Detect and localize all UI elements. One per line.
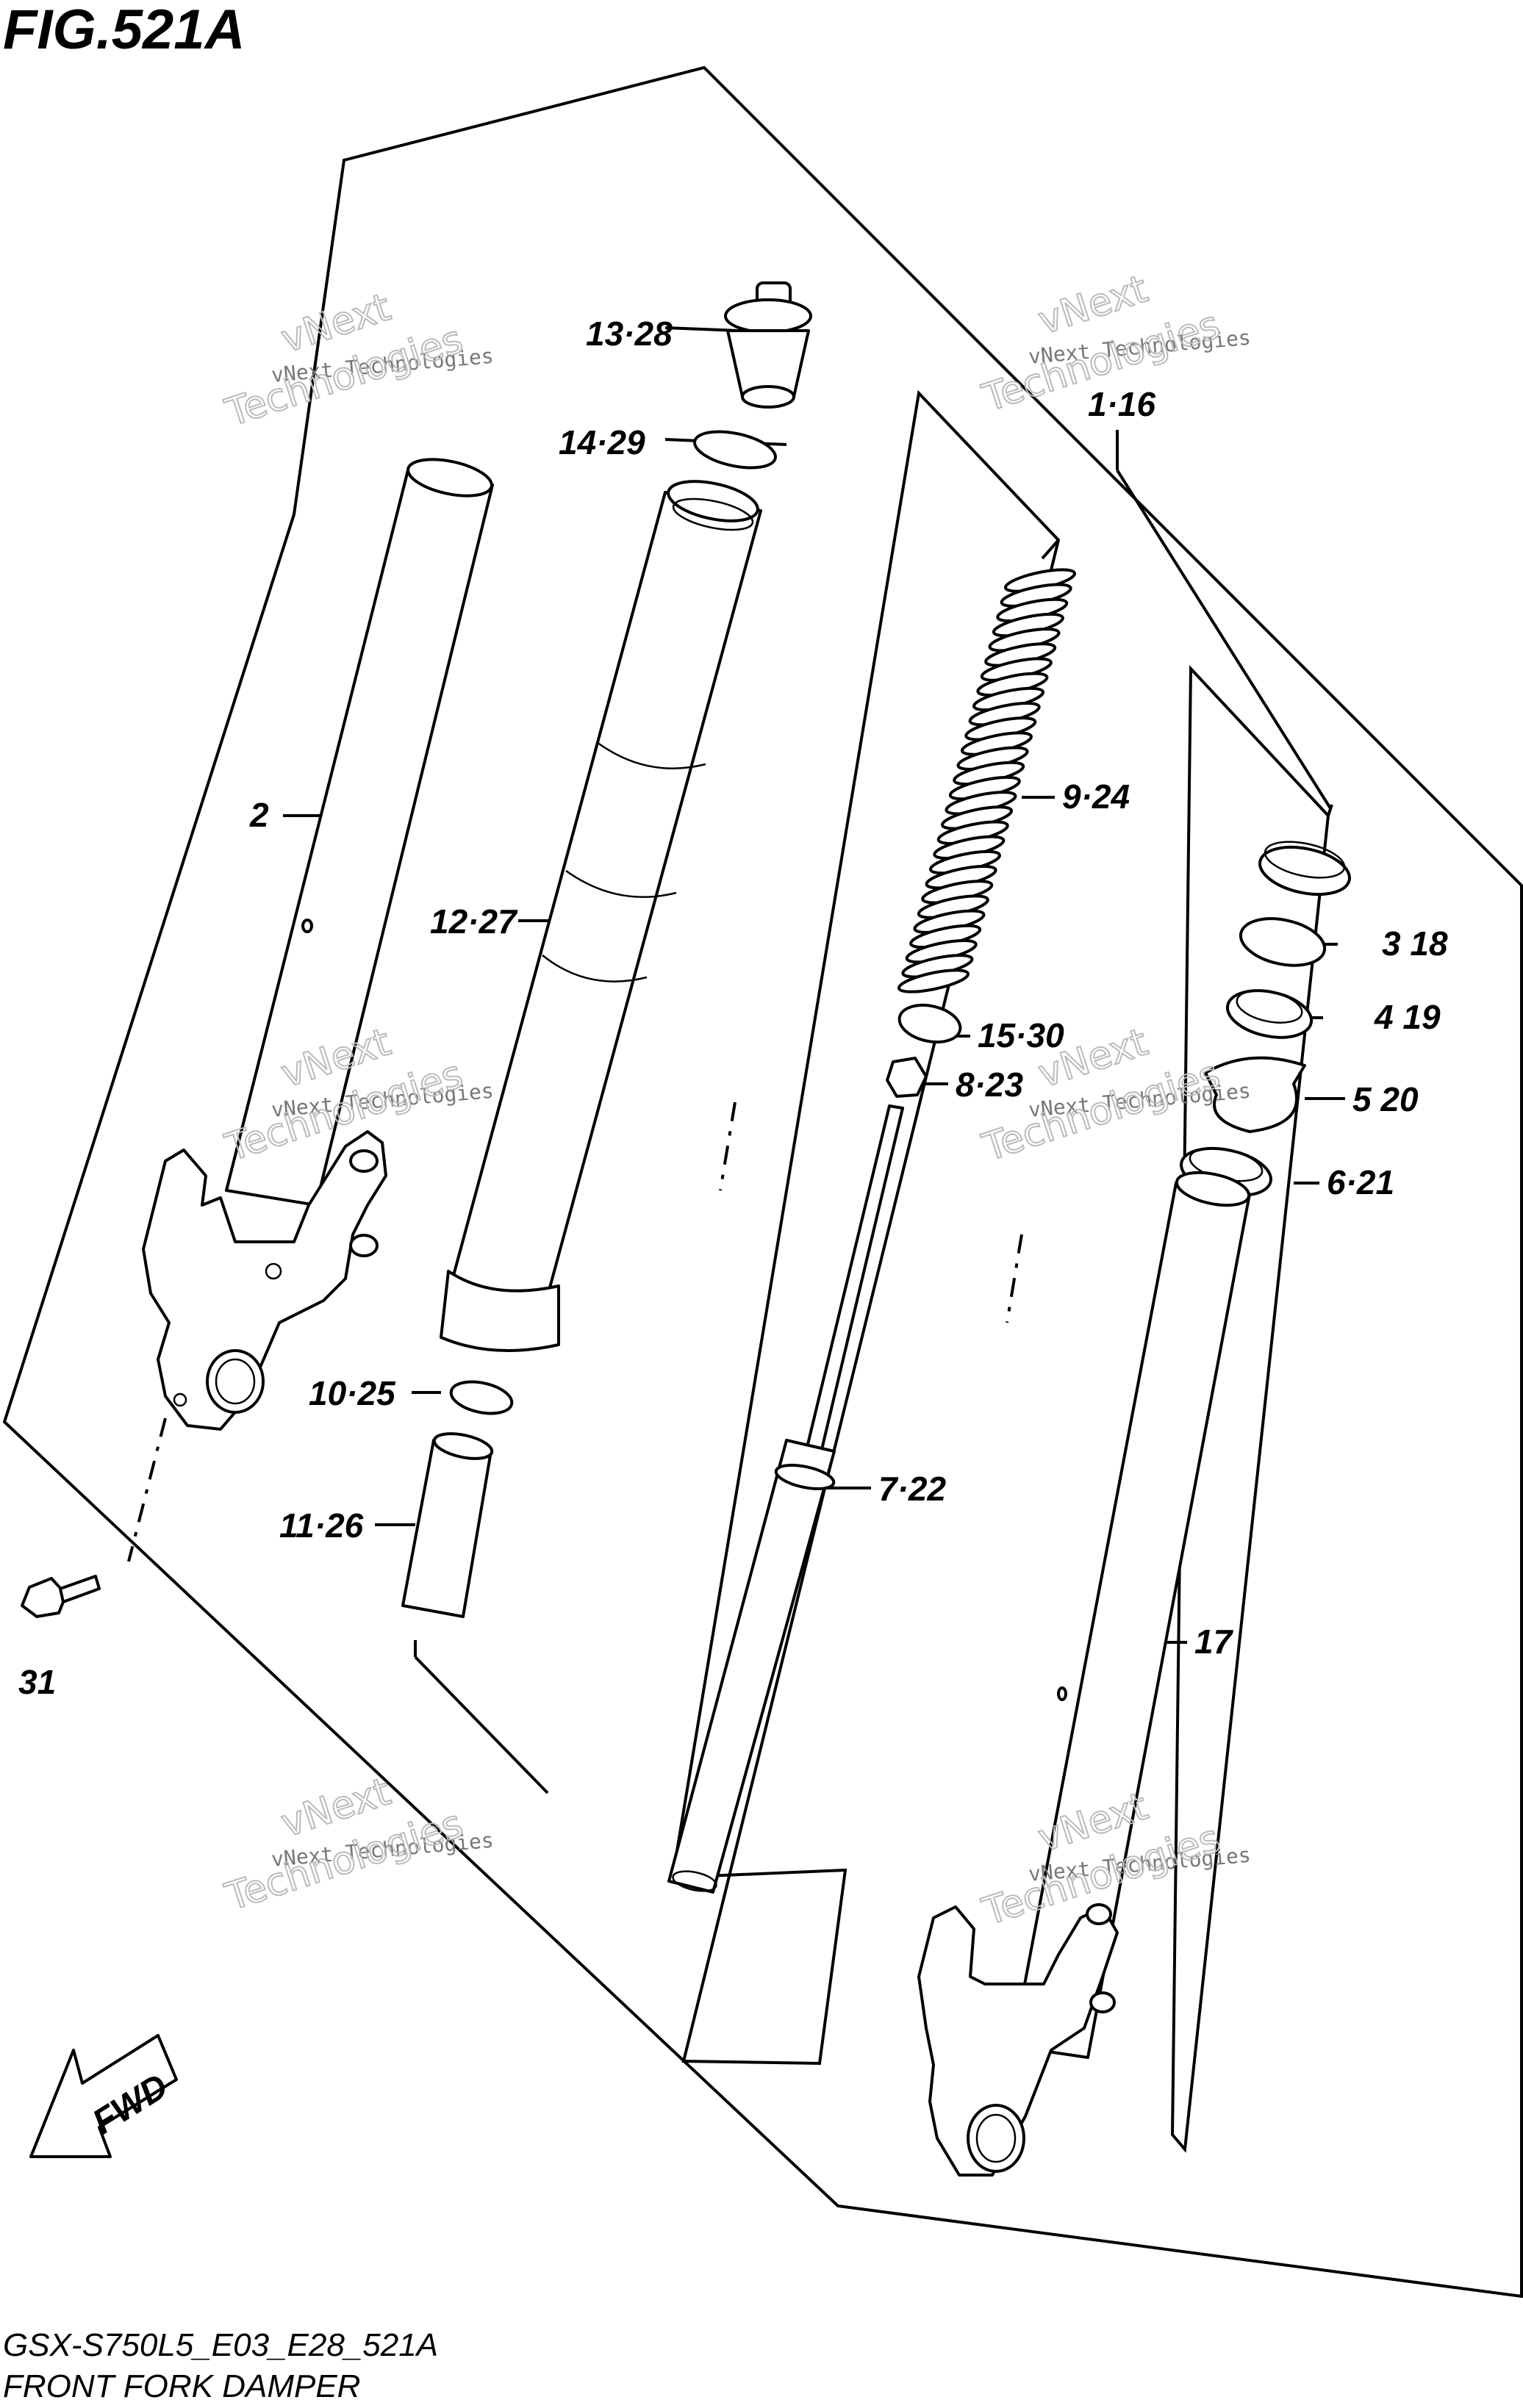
callout-14-29: 14·29 xyxy=(559,423,645,461)
right-lower-bracket xyxy=(917,1903,1119,2177)
oil-lock-piece xyxy=(401,1432,494,1618)
callout-15-30: 15·30 xyxy=(978,1016,1064,1054)
nut xyxy=(886,1057,928,1098)
outer-tube xyxy=(225,458,494,1207)
figure-title: FIG.521A xyxy=(3,0,245,61)
callout-17: 17 xyxy=(1194,1622,1234,1661)
diagram-caption: FRONT FORK DAMPER xyxy=(3,2368,360,2404)
o-ring xyxy=(693,430,777,470)
assembly-boundary xyxy=(2,65,1523,2299)
callout-3-18: 3 18 xyxy=(1382,924,1448,963)
top-cap-bolt xyxy=(724,281,812,409)
spring-coil xyxy=(897,968,970,993)
watermark-bottom-left: vNext Technologies vNext Technologies xyxy=(220,1769,495,1920)
callout-2: 2 xyxy=(249,796,269,834)
forward-direction-arrow: FWD xyxy=(29,2034,178,2158)
bushing-ring xyxy=(449,1380,514,1415)
callout-13-28: 13·28 xyxy=(586,315,673,353)
watermark-top-left: vNext Technologies vNext Technologies xyxy=(220,284,495,436)
callout-12-27: 12·27 xyxy=(430,902,518,941)
diagram-code: GSX-S750L5_E03_E28_521A xyxy=(3,2327,438,2363)
cartridge-group-boundary xyxy=(1170,664,1330,2153)
callout-11-26: 11·26 xyxy=(279,1506,364,1545)
callout-8-23: 8·23 xyxy=(956,1065,1023,1104)
spring xyxy=(897,568,1077,993)
right-outer-tube xyxy=(1011,1171,1251,2059)
lower-bracket xyxy=(142,1130,387,1431)
callout-labels: 13·28 14·29 1·16 2 12·27 9·24 3 18 4 19 … xyxy=(18,315,1448,1701)
callout-9-24: 9·24 xyxy=(1062,777,1130,816)
damper-rod xyxy=(667,1104,904,1894)
fork-seal-stack xyxy=(1180,841,1351,1198)
callout-7-22: 7·22 xyxy=(878,1470,946,1508)
bolt xyxy=(21,1575,101,1618)
callout-6-21: 6·21 xyxy=(1327,1163,1394,1201)
callout-1-16: 1·16 xyxy=(1088,385,1155,423)
cartridge-top-line xyxy=(1327,804,1333,816)
spacer-ring xyxy=(897,1003,962,1044)
callout-10-25: 10·25 xyxy=(309,1374,396,1412)
inner-tube xyxy=(440,480,762,1352)
callout-4-19: 4 19 xyxy=(1374,998,1441,1036)
callout-31: 31 xyxy=(18,1663,56,1701)
alignment-lines xyxy=(127,1101,1023,1562)
rod-group-lines xyxy=(1041,539,1060,560)
callout-5-20: 5 20 xyxy=(1352,1080,1419,1118)
